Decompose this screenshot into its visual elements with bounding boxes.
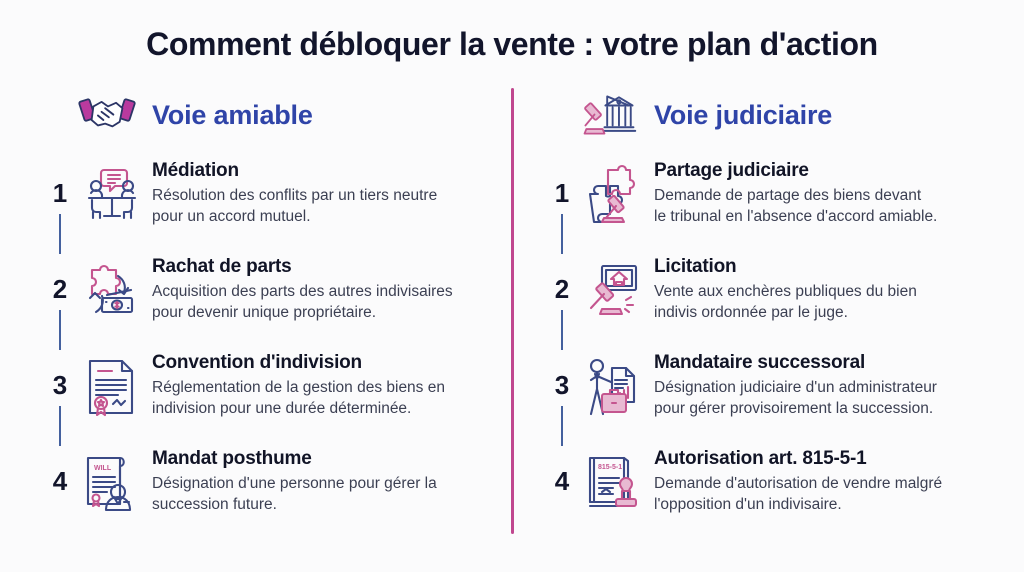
step-title: Mandat posthume [152,448,312,469]
step-description: Acquisition des parts des autres indivis… [152,283,453,322]
step-title: Partage judiciaire [654,160,809,181]
column-voie-judiciaire: Voie judiciaire 1 [512,84,1024,554]
puzzle-gavel-icon [582,164,644,226]
step-item: 4 815-5-1 [548,444,998,540]
step-number: 2 [548,252,576,305]
step-description: Demande de partage des biens devant le t… [654,187,938,226]
step-description: Résolution des conflits par un tiers neu… [152,187,438,226]
step-item: 2 [548,252,998,348]
administrator-briefcase-icon [582,356,644,418]
column-divider [511,88,514,534]
step-number: 1 [46,156,74,209]
puzzle-money-exchange-icon [80,260,142,322]
step-title: Convention d'indivision [152,352,362,373]
steps-list-judiciaire: 1 Partage judiciaire [548,156,998,540]
column-voie-amiable: Voie amiable 1 [0,84,512,554]
step-item: 1 [46,156,486,252]
courthouse-gavel-icon [580,91,638,139]
gavel-house-auction-icon [582,260,644,322]
step-item: 2 [46,252,486,348]
law-book-icon-label: 815-5-1 [598,464,622,471]
step-title: Autorisation art. 815-5-1 [654,448,867,469]
step-item: 4 WILL [46,444,486,540]
step-description: Réglementation de la gestion des biens e… [152,379,445,418]
step-description: Désignation judiciaire d'un administrate… [654,379,937,418]
step-title: Rachat de parts [152,256,292,277]
step-number: 4 [52,466,68,496]
steps-list-amiable: 1 [46,156,486,540]
will-document-person-icon: WILL [80,452,142,514]
column-heading-label: Voie amiable [152,99,313,130]
columns-container: Voie amiable 1 [0,84,1024,554]
step-item: 3 [548,348,998,444]
step-number: 3 [548,348,576,401]
step-title: Mandataire successoral [654,352,866,373]
step-number: 1 [548,156,576,209]
step-description: Demande d'autorisation de vendre malgré … [654,475,943,514]
step-number: 2 [46,252,74,305]
step-number: 4 [554,466,570,496]
will-icon-label: WILL [94,465,112,472]
page-title: Comment débloquer la vente : votre plan … [146,26,878,62]
handshake-icon [78,91,136,139]
column-header-judiciaire: Voie judiciaire [548,84,998,146]
step-number: 3 [46,348,74,401]
certificate-document-icon [80,356,142,418]
step-item: 3 [46,348,486,444]
column-heading-label: Voie judiciaire [654,99,833,130]
step-item: 1 Partage judiciaire [548,156,998,252]
law-book-stamp-icon: 815-5-1 [582,452,644,514]
mediation-table-icon [80,164,142,226]
step-title: Médiation [152,160,239,181]
column-header-amiable: Voie amiable [46,84,486,146]
step-description: Désignation d'une personne pour gérer la… [152,475,437,514]
step-description: Vente aux enchères publiques du bien ind… [654,283,917,322]
step-title: Licitation [654,256,737,277]
